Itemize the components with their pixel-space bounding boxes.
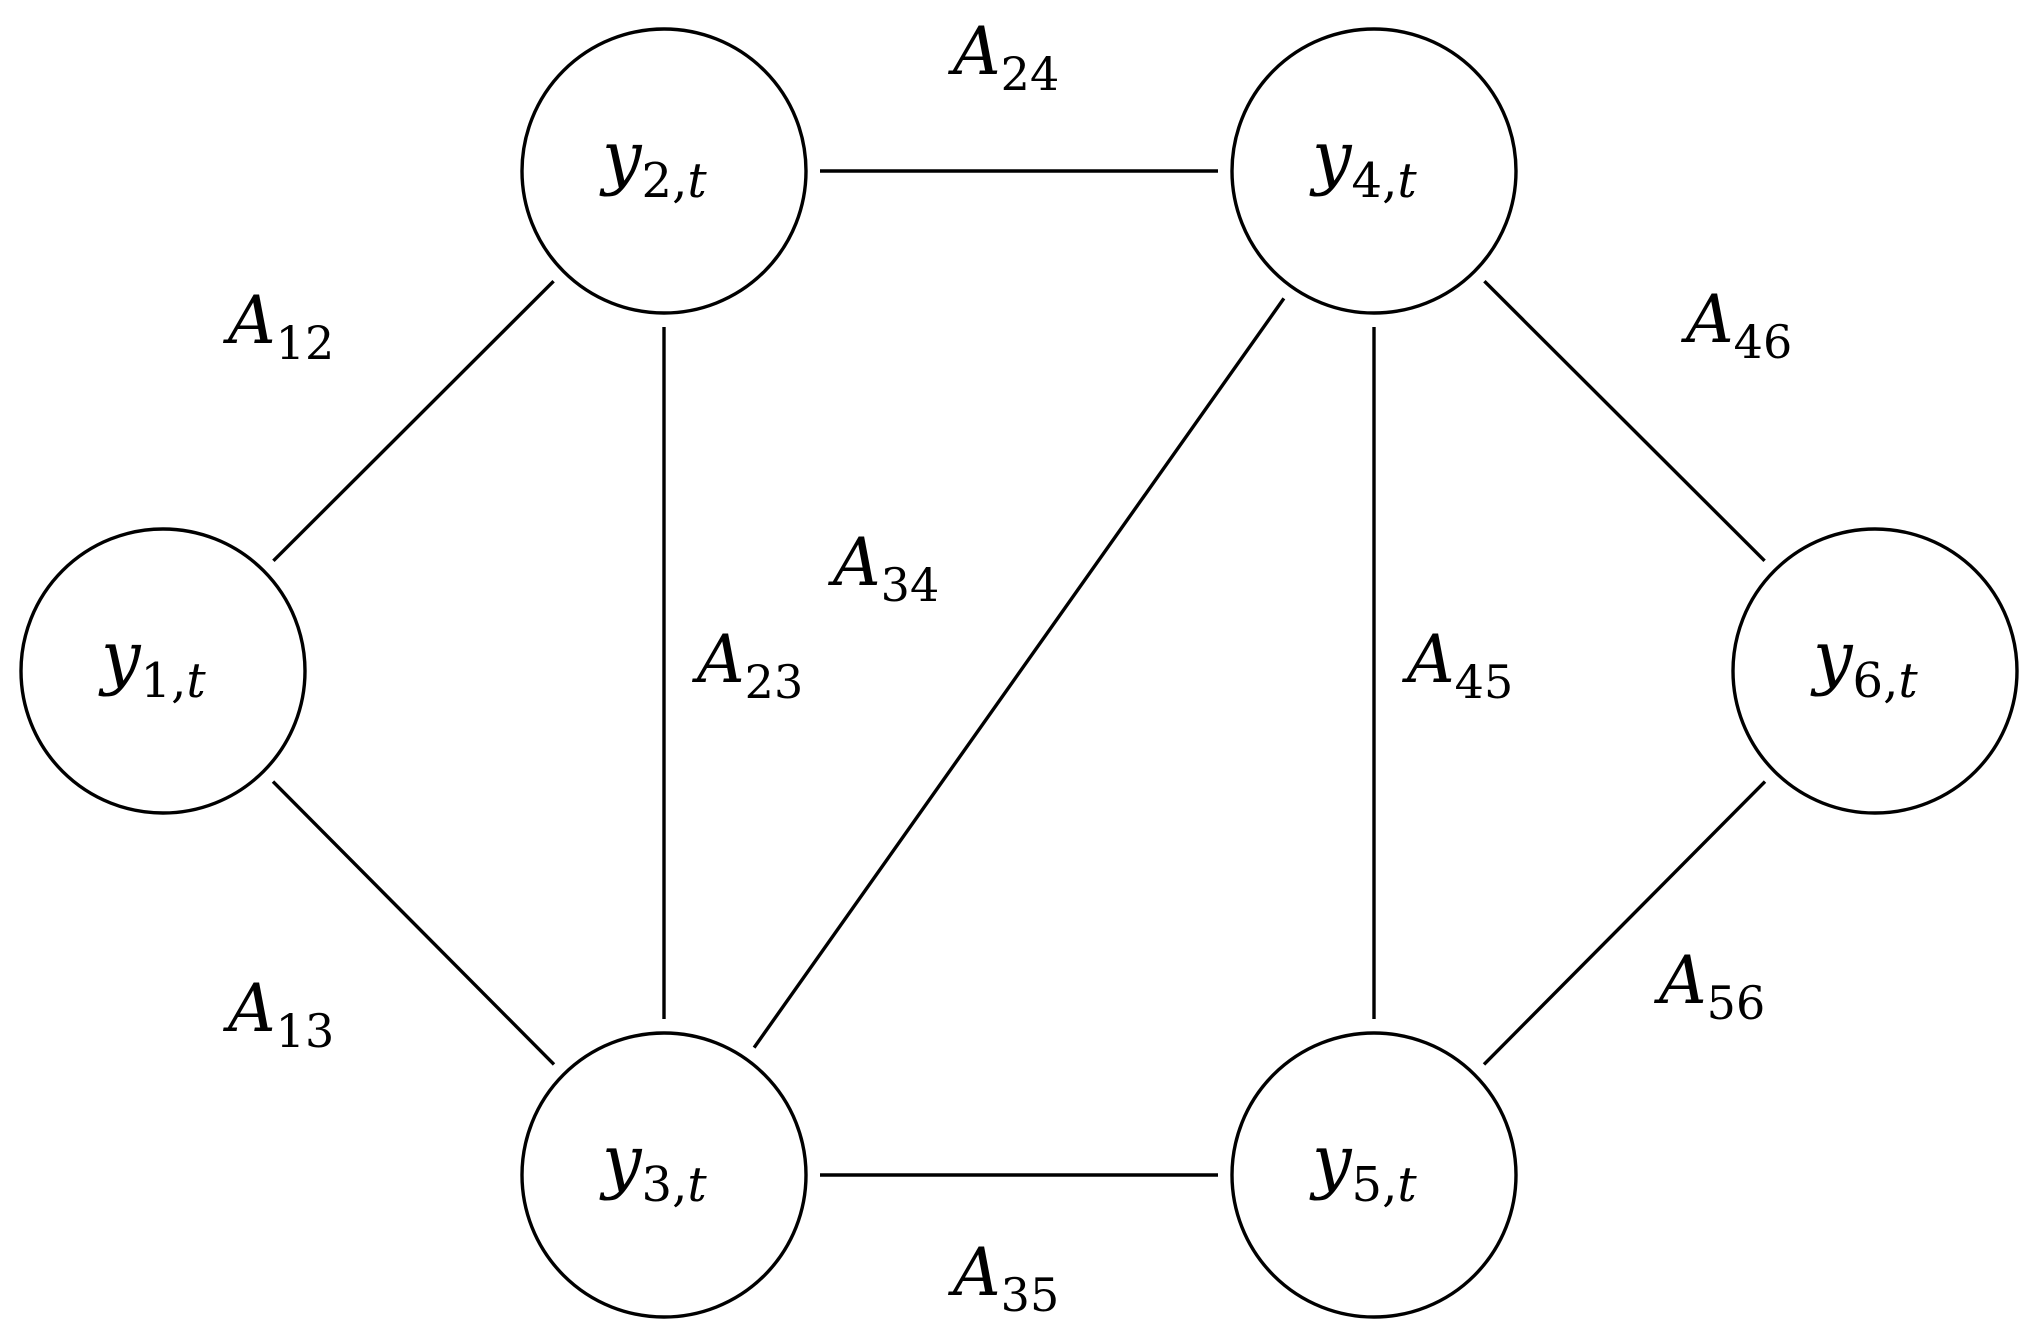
node-label-subscript-var: t	[186, 653, 206, 709]
node-label-main: y	[1810, 616, 1854, 698]
edge-label-12: A12	[222, 282, 334, 370]
edge-label-main: A	[1401, 621, 1455, 698]
edge-label-subscript: 24	[1001, 47, 1060, 101]
edge-line-56	[1482, 780, 1767, 1066]
node-label-subscript-var: t	[687, 1157, 707, 1213]
edge-label-35: A35	[947, 1234, 1059, 1322]
node-label-main: y	[1309, 116, 1353, 198]
node-label-subscript: 2,	[642, 153, 688, 209]
node-circle-1	[19, 527, 307, 815]
node-y3: y3,t	[520, 1031, 808, 1319]
node-label-subscript: 3,	[642, 1157, 688, 1213]
node-label-subscript-var: t	[1397, 1157, 1417, 1213]
node-label-subscript: 1,	[141, 653, 187, 709]
edge-label-main: A	[947, 13, 1001, 90]
edge-line-13	[271, 780, 556, 1066]
edge-label-main: A	[222, 970, 276, 1047]
edge-label-56: A56	[1653, 942, 1765, 1030]
edge-label-45: A45	[1401, 621, 1513, 709]
node-y1: y1,t	[19, 527, 307, 815]
edge-label-23: A23	[691, 621, 803, 709]
edge-label-subscript: 56	[1707, 976, 1766, 1030]
node-y2: y2,t	[520, 27, 808, 315]
node-label-subscript-var: t	[1898, 653, 1918, 709]
node-y5: y5,t	[1230, 1031, 1518, 1319]
edge-label-subscript: 35	[1001, 1268, 1060, 1322]
node-label-main: y	[98, 616, 142, 698]
node-label-1: y1,t	[98, 616, 206, 709]
edge-label-subscript: 34	[881, 558, 940, 612]
edge-label-main: A	[1653, 942, 1707, 1019]
node-circle-6	[1731, 527, 2019, 815]
edge-label-46: A46	[1680, 281, 1792, 369]
edge-label-13: A13	[222, 970, 334, 1058]
node-label-subscript-var: t	[687, 153, 707, 209]
node-label-2: y2,t	[599, 116, 707, 209]
node-label-subscript-var: t	[1397, 153, 1417, 209]
node-y6: y6,t	[1731, 527, 2019, 815]
node-y4: y4,t	[1230, 27, 1518, 315]
edge-label-main: A	[222, 282, 276, 359]
nodes-layer: y1,ty2,ty3,ty4,ty5,ty6,t	[19, 27, 2019, 1319]
edge-label-subscript: 12	[276, 316, 335, 370]
edge-line-46	[1483, 279, 1766, 563]
node-label-subscript: 4,	[1352, 153, 1398, 209]
edge-label-subscript: 23	[745, 655, 804, 709]
edge-label-subscript: 45	[1455, 655, 1514, 709]
node-label-main: y	[1309, 1120, 1353, 1202]
edge-label-subscript: 46	[1734, 315, 1793, 369]
node-label-subscript: 5,	[1352, 1157, 1398, 1213]
node-label-6: y6,t	[1810, 616, 1918, 709]
node-label-4: y4,t	[1309, 116, 1417, 209]
edge-line-12	[272, 279, 555, 563]
edge-label-34: A34	[827, 524, 939, 612]
edge-label-subscript: 13	[276, 1004, 335, 1058]
node-label-main: y	[599, 1120, 643, 1202]
node-label-3: y3,t	[599, 1120, 707, 1213]
edge-label-main: A	[827, 524, 881, 601]
edge-label-main: A	[691, 621, 745, 698]
node-circle-5	[1230, 1031, 1518, 1319]
node-label-subscript: 6,	[1853, 653, 1899, 709]
node-circle-4	[1230, 27, 1518, 315]
node-label-5: y5,t	[1309, 1120, 1417, 1213]
edge-line-34	[752, 297, 1286, 1049]
edges-layer	[271, 169, 1767, 1177]
node-label-main: y	[599, 116, 643, 198]
edge-label-main: A	[947, 1234, 1001, 1311]
node-circle-3	[520, 1031, 808, 1319]
edge-label-main: A	[1680, 281, 1734, 358]
edge-label-24: A24	[947, 13, 1059, 101]
node-circle-2	[520, 27, 808, 315]
